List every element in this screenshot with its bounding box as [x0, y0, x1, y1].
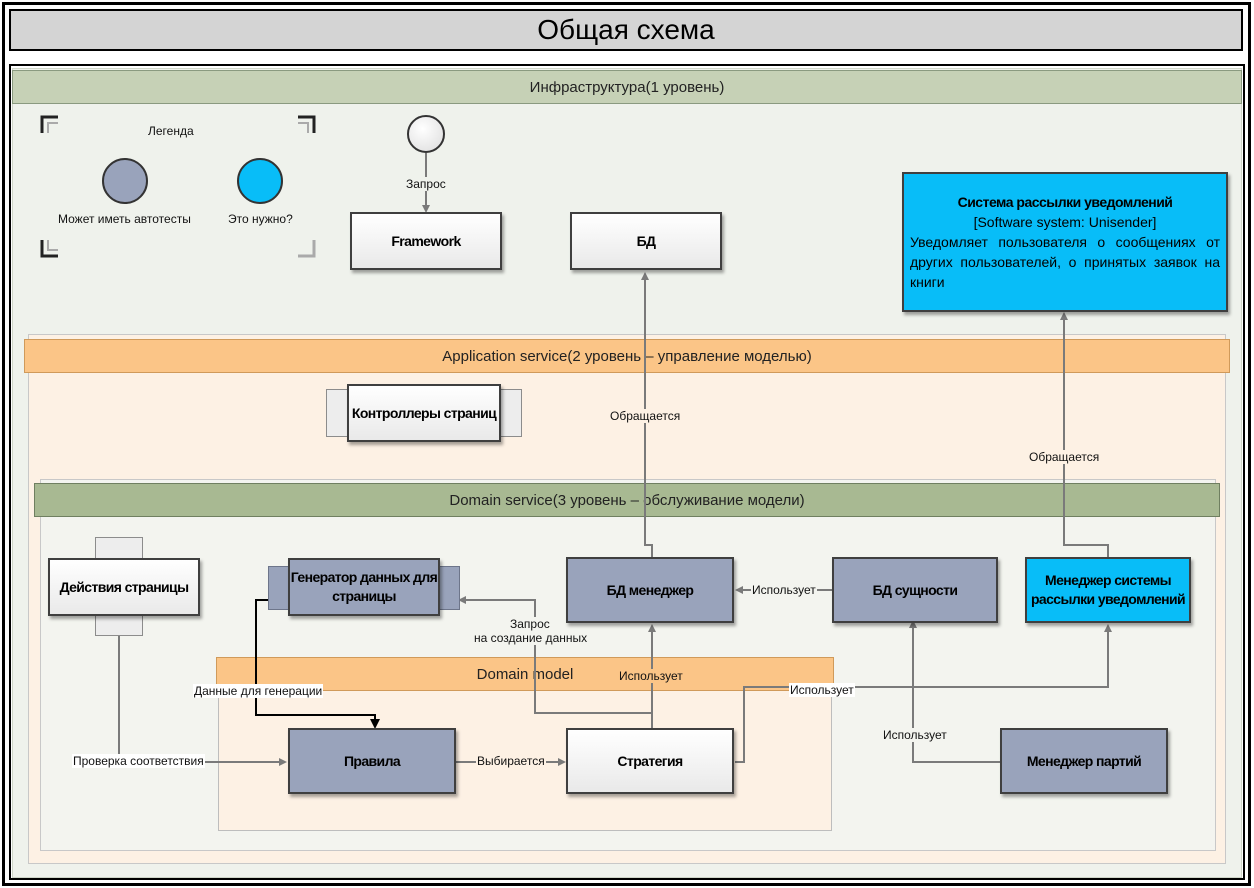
- strategy-label: Стратегия: [617, 752, 683, 769]
- legend-label-autotests: Может иметь автотесты: [58, 212, 191, 226]
- legend-cyan-circle: [237, 158, 283, 204]
- db-node[interactable]: БД: [570, 212, 722, 270]
- notify-manager-node[interactable]: Менеджер системы рассылки уведомлений: [1025, 557, 1191, 623]
- db-label: БД: [636, 232, 656, 249]
- diagram-title: Общая схема: [9, 9, 1243, 51]
- notify-manager-label: Менеджер системы рассылки уведомлений: [1030, 572, 1186, 607]
- controllers-port-right: [500, 389, 522, 437]
- edge-label-calls-unisender: Обращается: [1028, 450, 1101, 464]
- db-entities-node[interactable]: БД сущности: [832, 557, 998, 623]
- db-manager-label: БД менеджер: [606, 581, 694, 598]
- page-data-generator-node[interactable]: Генератор данных для страницы: [288, 558, 440, 616]
- page-actions-node[interactable]: Действия страницы: [48, 558, 200, 616]
- legend: Легенда Может иметь автотесты Это нужно?: [40, 115, 318, 260]
- unisender-type: [Software system: Unisender]: [973, 214, 1157, 230]
- edge-label-selected: Выбирается: [476, 754, 546, 768]
- party-manager-label: Менеджер партий: [1026, 752, 1142, 769]
- edge-label-check: Проверка соответствия: [72, 754, 205, 768]
- edge-label-calls-db: Обращается: [609, 409, 682, 423]
- domain-service-band: Domain service(3 уровень – обслуживание …: [34, 483, 1220, 517]
- legend-grey-circle: [102, 158, 148, 204]
- controllers-node[interactable]: Контроллеры страниц: [347, 384, 501, 442]
- controllers-port-left: [326, 389, 348, 437]
- controllers-label: Контроллеры страниц: [351, 404, 497, 421]
- infrastructure-band: Инфраструктура(1 уровень): [12, 70, 1242, 104]
- edge-label-request-create-1: Запрос: [509, 617, 551, 631]
- unisender-title: Система рассылки уведомлений: [957, 194, 1173, 210]
- application-band: Application service(2 уровень – управлен…: [24, 339, 1230, 373]
- page-actions-port-bottom: [95, 614, 143, 636]
- generator-port-left: [268, 566, 290, 610]
- edge-label-request: Запрос: [405, 177, 447, 191]
- legend-title: Легенда: [148, 124, 194, 138]
- rules-node[interactable]: Правила: [288, 728, 456, 794]
- strategy-node[interactable]: Стратегия: [566, 728, 734, 794]
- framework-label: Framework: [391, 232, 461, 249]
- legend-label-needed: Это нужно?: [228, 212, 293, 226]
- unisender-description: Уведомляет пользователя о сообщениях от …: [910, 234, 1220, 290]
- page-actions-port-top: [95, 537, 143, 559]
- edge-label-uses-party: Использует: [882, 728, 948, 742]
- generator-port-right: [438, 566, 460, 610]
- legend-corners: [40, 115, 316, 258]
- framework-node[interactable]: Framework: [350, 212, 502, 270]
- rules-label: Правила: [343, 752, 401, 769]
- edge-label-request-create-2: на создание данных: [473, 631, 589, 645]
- unisender-node[interactable]: Система рассылки уведомлений [Software s…: [902, 172, 1228, 312]
- db-manager-node[interactable]: БД менеджер: [566, 557, 734, 623]
- page-data-generator-label: Генератор данных для страницы: [290, 569, 438, 604]
- edge-label-uses-dbmanager: Использует: [618, 669, 684, 683]
- edge-label-uses-notify: Использует: [789, 683, 855, 697]
- party-manager-node[interactable]: Менеджер партий: [1000, 728, 1168, 794]
- edge-label-gen-data: Данные для генерации: [193, 684, 324, 698]
- db-entities-label: БД сущности: [872, 581, 958, 598]
- edge-label-uses-entities: Использует: [751, 583, 817, 597]
- start-node-icon: [407, 115, 445, 153]
- page-actions-label: Действия страницы: [59, 578, 189, 595]
